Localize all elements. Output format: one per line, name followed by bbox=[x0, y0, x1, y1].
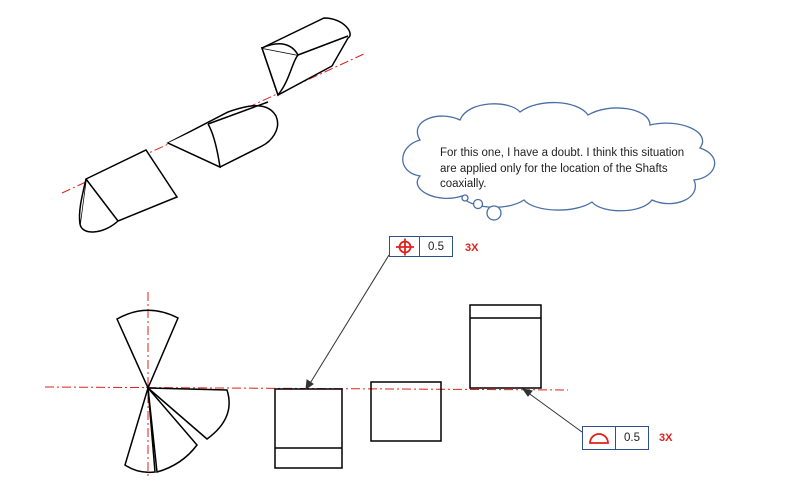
sector-lower-left bbox=[124, 387, 156, 474]
view-rect-2 bbox=[370, 381, 442, 442]
thought-bubble-large bbox=[486, 205, 502, 221]
profile-multiplier: 3X bbox=[659, 432, 673, 444]
isometric-segment-middle bbox=[166, 101, 279, 169]
thought-bubble-small bbox=[461, 194, 469, 202]
sector-view bbox=[116, 309, 230, 474]
thought-cloud bbox=[402, 101, 716, 221]
position-feature-control-frame: 0.5 bbox=[389, 236, 453, 257]
thought-bubble-medium bbox=[472, 198, 484, 210]
sector-top bbox=[116, 309, 179, 390]
profile-feature-control-frame: 0.5 bbox=[582, 426, 649, 450]
isometric-segment-bottom bbox=[78, 149, 179, 233]
view-rect-3 bbox=[469, 304, 542, 389]
isometric-segment-top bbox=[260, 17, 351, 97]
profile-tolerance-value: 0.5 bbox=[624, 432, 640, 444]
thought-bubble-text: For this one, I have a doubt. I think th… bbox=[440, 147, 685, 190]
sector-lower-right bbox=[146, 385, 198, 473]
sector-right bbox=[145, 387, 230, 440]
position-tolerance-value: 0.5 bbox=[428, 240, 444, 253]
position-icon bbox=[390, 237, 420, 256]
view-rect-1 bbox=[274, 388, 343, 469]
profile-of-surface-icon bbox=[583, 427, 616, 449]
position-multiplier: 3X bbox=[465, 242, 479, 254]
front-views bbox=[274, 304, 542, 469]
leaders bbox=[305, 254, 583, 433]
